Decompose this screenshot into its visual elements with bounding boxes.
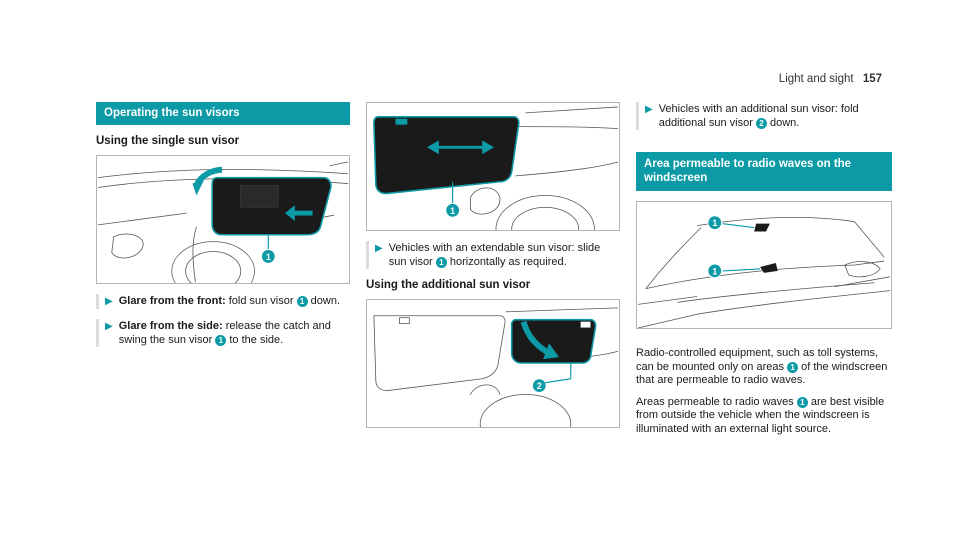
figure-single-sun-visor: 1 bbox=[96, 155, 350, 284]
step-text-end: down. bbox=[310, 295, 341, 307]
callout-1-icon: 1 bbox=[215, 335, 227, 346]
page-number: 157 bbox=[862, 73, 882, 85]
callout-2: 2 bbox=[537, 381, 542, 391]
step-arrow-icon: ▶ bbox=[645, 104, 653, 115]
windscreen-illustration: 1 1 bbox=[637, 215, 891, 328]
subhead-additional-visor: Using the additional sun visor bbox=[366, 279, 531, 291]
step-arrow-icon: ▶ bbox=[375, 243, 383, 254]
callout-1-icon: 1 bbox=[796, 396, 808, 408]
figure-windscreen-radio-area: 1 1 bbox=[636, 201, 892, 329]
extendable-visor-illustration: 1 bbox=[373, 106, 619, 230]
step-glare-front: ▶ Glare from the front: fold sun visor 1… bbox=[96, 294, 350, 309]
callout-1-icon: 1 bbox=[296, 296, 308, 307]
step-arrow-icon: ▶ bbox=[105, 321, 113, 332]
step-extendable-visor: ▶ Vehicles with an extendable sun visor:… bbox=[366, 241, 620, 269]
step-text-end: to the side. bbox=[229, 334, 284, 346]
step-text-end: down. bbox=[770, 117, 800, 129]
single-visor-illustration: 1 bbox=[97, 161, 349, 283]
callout-1: 1 bbox=[266, 252, 271, 262]
step-text: fold sun visor bbox=[228, 295, 294, 307]
callout-1: 1 bbox=[712, 266, 717, 276]
step-text-end: horizontally as required. bbox=[449, 256, 567, 268]
callout-1: 1 bbox=[712, 218, 717, 228]
step-label: Glare from the front: bbox=[118, 295, 226, 307]
step-additional-visor: ▶ Vehicles with an additional sun visor:… bbox=[636, 102, 892, 130]
paragraph-radio-equipment: Radio-controlled equipment, such as toll… bbox=[636, 347, 888, 386]
running-header: Light and sight 157 bbox=[779, 73, 882, 85]
callout-1: 1 bbox=[450, 206, 455, 216]
step-arrow-icon: ▶ bbox=[105, 296, 113, 307]
figure-extendable-sun-visor: 1 bbox=[366, 102, 620, 231]
section-title: Light and sight bbox=[778, 73, 854, 85]
column-2: 1 ▶ Vehicles with an extendable sun viso… bbox=[366, 102, 620, 428]
step-label: Glare from the side: bbox=[118, 320, 223, 332]
step-text: Vehicles with an additional sun visor: f… bbox=[658, 103, 859, 129]
column-1: Operating the sun visors Using the singl… bbox=[96, 102, 350, 347]
step-text: Vehicles with an extendable sun visor: s… bbox=[388, 242, 601, 268]
column-3: ▶ Vehicles with an additional sun visor:… bbox=[636, 102, 892, 436]
subhead-single-visor: Using the single sun visor bbox=[96, 135, 240, 147]
section-banner-sun-visors: Operating the sun visors bbox=[96, 102, 350, 125]
callout-1-icon: 1 bbox=[787, 361, 799, 373]
callout-2-icon: 2 bbox=[755, 118, 767, 129]
additional-visor-illustration: 2 bbox=[373, 307, 619, 427]
figure-additional-sun-visor: 2 bbox=[366, 299, 620, 428]
step-glare-side: ▶ Glare from the side: release the catch… bbox=[96, 319, 350, 347]
callout-1-icon: 1 bbox=[435, 257, 447, 268]
step-text: release the catch and swing the sun viso… bbox=[118, 320, 331, 346]
paragraph-visibility: Areas permeable to radio waves 1 are bes… bbox=[636, 395, 885, 435]
section-banner-radio-area: Area permeable to radio waves on the win… bbox=[636, 152, 892, 191]
